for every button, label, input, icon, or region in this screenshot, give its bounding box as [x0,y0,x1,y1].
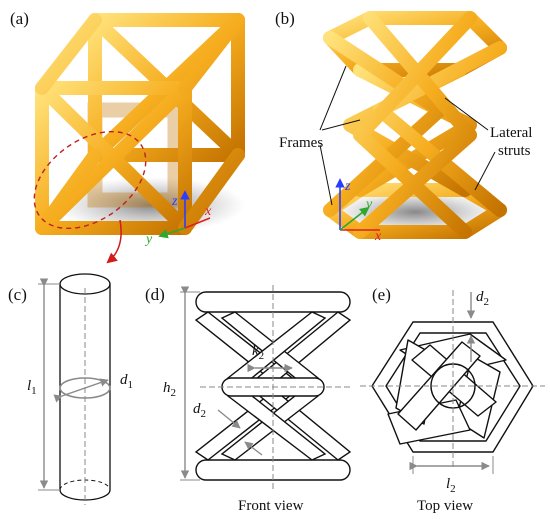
dimension-l2: l2 [446,476,456,495]
panel-label-e: (e) [372,285,391,304]
dimension-l1: l1 [27,378,37,397]
panel-label-c: (c) [8,285,27,304]
dimension-d2-top: d2 [476,289,489,308]
axis-y-label-a: y [144,232,153,247]
axis-y-label-b: y [364,197,373,212]
hexagonal-lattice-illustration: Frames Lateral struts z x y [279,11,532,244]
panel-label-b: (b) [275,9,295,28]
axis-z-label-b: z [344,179,351,194]
panel-label-d: (d) [145,285,165,304]
lateral-struts-label-line2: struts [498,143,531,159]
cube-lattice-illustration: z x y [33,13,245,264]
dimension-h2: h2 [163,380,176,399]
top-view-diagram [371,321,534,453]
front-view-dimensions [180,285,350,490]
top-view-dimensions [360,290,545,474]
single-strut-diagram [38,273,111,505]
dimension-d1: d1 [120,372,133,391]
dimension-k2: k2 [252,343,264,362]
lateral-struts-label-line1: Lateral [490,125,532,141]
axis-x-label-b: x [374,229,382,244]
axis-x-label-a: x [204,204,212,219]
axis-z-label-a: z [171,194,178,209]
frames-label: Frames [279,135,323,151]
dimension-d2-front: d2 [193,401,206,420]
panel-label-a: (a) [10,9,29,28]
front-view-caption: Front view [238,498,304,514]
top-view-caption: Top view [417,498,473,514]
